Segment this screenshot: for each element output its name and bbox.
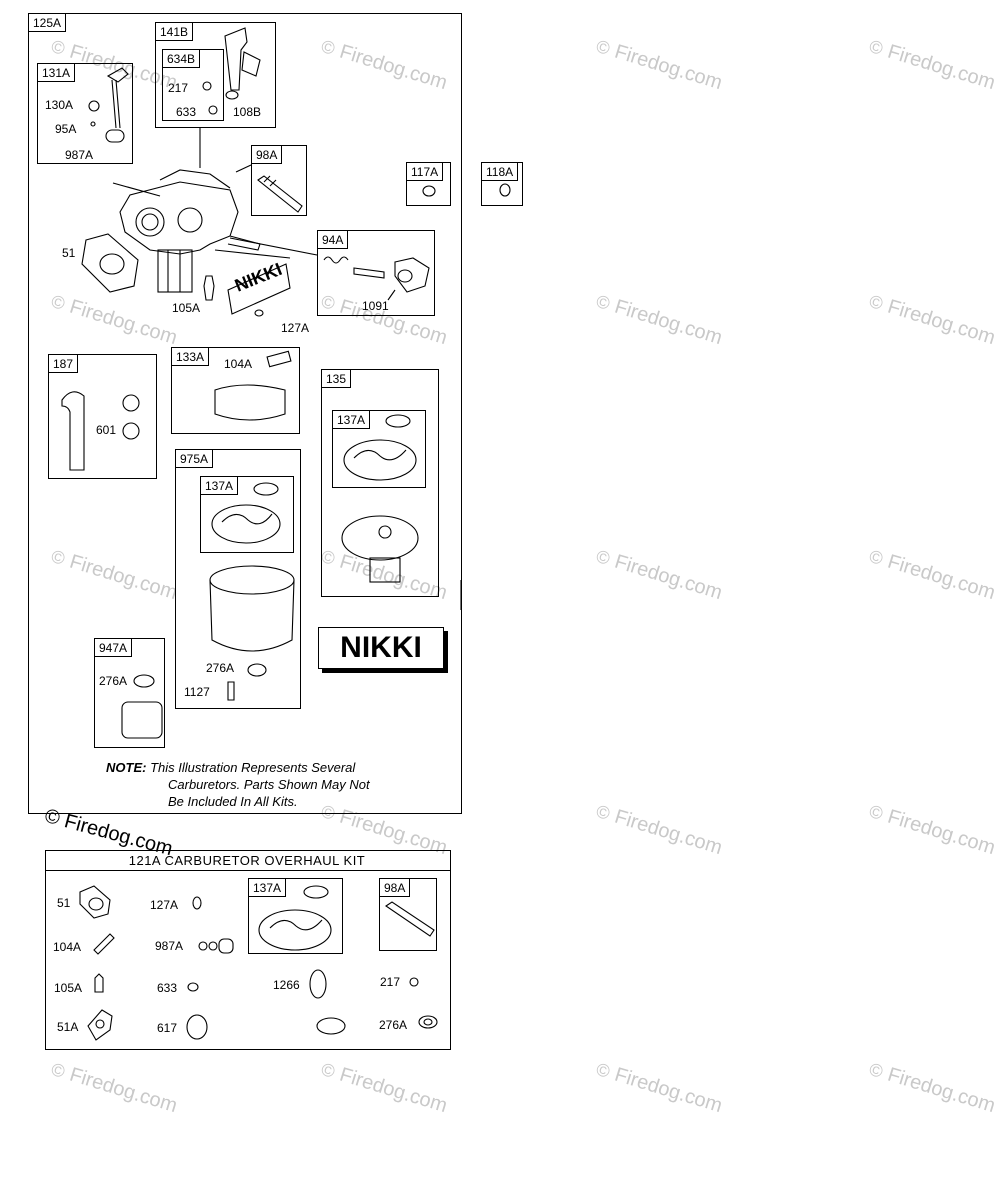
part-label-633: 633 xyxy=(176,105,197,119)
group-634B[interactable]: 634B xyxy=(162,49,224,121)
illustration-note: Be Included In All Kits. xyxy=(168,794,298,809)
kit-part-51: 51 xyxy=(57,896,71,910)
part-label-127A: 127A xyxy=(281,321,310,335)
part-label-95A: 95A xyxy=(55,122,77,136)
group-133A[interactable]: 133A xyxy=(171,347,300,434)
illustration-note: Carburetors. Parts Shown May Not xyxy=(168,777,370,792)
group-tag: 133A xyxy=(172,348,210,366)
group-tag: 98A xyxy=(380,879,411,897)
kit-part-617: 617 xyxy=(157,1021,178,1035)
group-tag: 634B xyxy=(163,50,201,68)
kit-part-217: 217 xyxy=(380,975,401,989)
note-line: This Illustration Represents Several xyxy=(150,760,356,775)
group-tag: 141B xyxy=(156,23,194,41)
illustration-note: NOTE: This Illustration Represents Sever… xyxy=(106,759,355,776)
kit-title: 121A CARBURETOR OVERHAUL KIT xyxy=(128,853,366,868)
part-label-104A: 104A xyxy=(224,357,253,371)
part-label-108B: 108B xyxy=(233,105,262,119)
group-tag: 125A xyxy=(29,14,67,32)
group-131A[interactable]: 131A xyxy=(37,63,133,164)
kit-title-divider xyxy=(45,870,451,871)
kit-group-98A[interactable]: 98A xyxy=(379,878,437,951)
kit-part-987A: 987A xyxy=(155,939,184,953)
group-98A[interactable]: 98A xyxy=(251,145,307,216)
group-tag: 98A xyxy=(252,146,283,164)
main-diagram-box: 125A xyxy=(28,13,462,814)
part-label-1091: 1091 xyxy=(362,299,389,313)
kit-part-633: 633 xyxy=(157,981,178,995)
overhaul-kit-box[interactable] xyxy=(45,850,451,1050)
group-tag: 137A xyxy=(249,879,287,897)
group-tag: 187 xyxy=(49,355,79,373)
group-tag: 94A xyxy=(318,231,349,249)
part-label-130A: 130A xyxy=(45,98,74,112)
group-tag: 137A xyxy=(333,411,371,429)
kit-part-105A: 105A xyxy=(54,981,83,995)
group-117A[interactable]: 117A xyxy=(406,162,451,206)
group-947A[interactable]: 947A xyxy=(94,638,165,748)
group-137A[interactable]: 137A xyxy=(200,476,294,553)
group-975A[interactable]: 975A xyxy=(175,449,301,709)
group-187[interactable]: 187 xyxy=(48,354,157,479)
group-tag: 137A xyxy=(201,477,239,495)
group-135[interactable]: 135 xyxy=(321,369,439,597)
part-label-601: 601 xyxy=(96,423,117,437)
group-tag: 131A xyxy=(38,64,76,82)
part-label-105A: 105A xyxy=(172,301,201,315)
part-label-276A: 276A xyxy=(206,661,235,675)
part-label-217: 217 xyxy=(168,81,189,95)
group-tag: 118A xyxy=(482,163,519,181)
nikki-logo: NIKKI xyxy=(318,627,444,669)
part-label-51: 51 xyxy=(62,246,76,260)
note-prefix: NOTE: xyxy=(106,760,147,775)
kit-part-51A: 51A xyxy=(57,1020,79,1034)
group-tag: 947A xyxy=(95,639,133,657)
kit-part-276A: 276A xyxy=(379,1018,408,1032)
kit-part-127A: 127A xyxy=(150,898,179,912)
group-141B[interactable]: 141B xyxy=(155,22,276,128)
group-137A[interactable]: 137A xyxy=(332,410,426,488)
group-118A[interactable]: 118A xyxy=(481,162,523,206)
kit-part-1266: 1266 xyxy=(273,978,300,992)
kit-part-104A: 104A xyxy=(53,940,82,954)
part-label-276A: 276A xyxy=(99,674,128,688)
part-label-987A: 987A xyxy=(65,148,94,162)
group-tag: 975A xyxy=(176,450,214,468)
part-label-1127: 1127 xyxy=(184,685,210,699)
group-tag: 135 xyxy=(322,370,352,388)
kit-group-137A[interactable]: 137A xyxy=(248,878,343,954)
group-94A[interactable]: 94A xyxy=(317,230,435,316)
group-tag: 117A xyxy=(407,163,444,181)
